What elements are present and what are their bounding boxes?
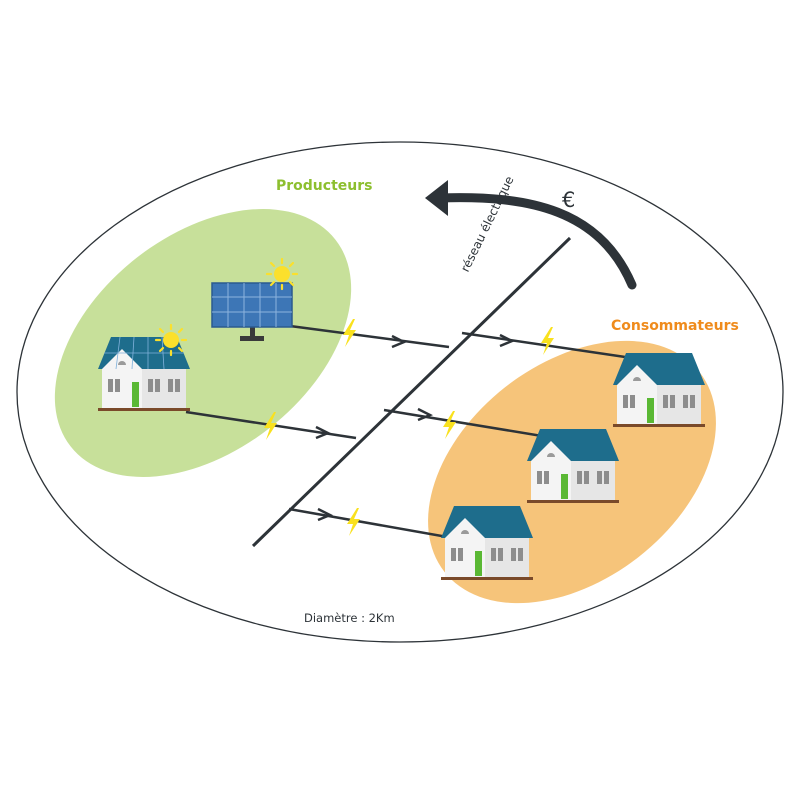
house-icon [441,506,533,580]
lightning-bolt-icon [347,508,360,536]
consumers-label: Consommateurs [611,318,739,334]
solar-house-icon [98,336,190,411]
consumer-feed-3 [288,507,454,540]
community-boundary [16,141,784,643]
producers-zone [54,209,352,477]
currency-label: € [562,188,576,212]
producer-feed-panel [289,324,450,349]
lightning-bolt-icon [541,327,554,355]
money-flow-arrow-icon [425,180,637,290]
solar-panel-icon [211,282,293,341]
lightning-bolt-icon [443,411,456,439]
grid-main-line [251,236,572,548]
diameter-label: Diamètre : 2Km [304,611,395,625]
house-icon [527,429,619,503]
sun-icon [154,323,188,357]
consumer-feed-2 [383,407,549,439]
sun-icon [265,257,299,291]
producers-label: Producteurs [276,178,373,194]
house-icon [613,353,705,427]
